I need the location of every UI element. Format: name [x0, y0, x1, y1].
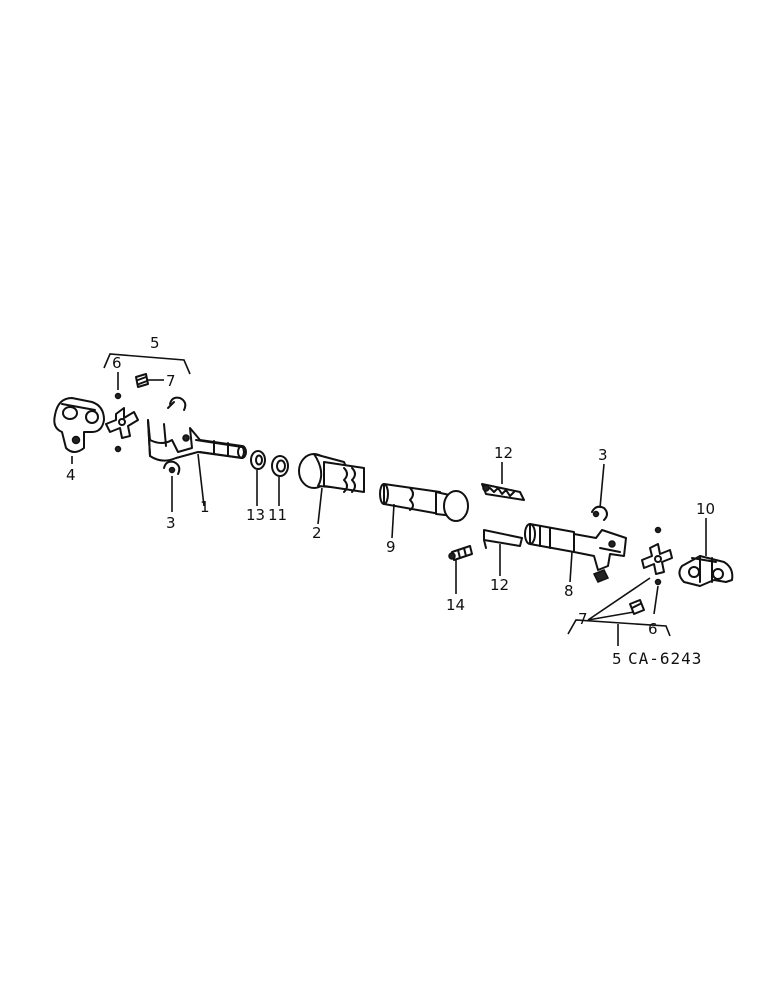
- part-9-shield-tube: [379, 483, 469, 522]
- part-10-yoke-housing: [678, 555, 734, 587]
- part-2-shield-tube: [298, 453, 365, 493]
- part-3-upper-left-ring: [167, 396, 187, 411]
- part-6-left-fitting: [114, 392, 122, 453]
- part-7-right-bolt: [629, 599, 645, 615]
- callout-2: 2: [312, 524, 322, 542]
- part-8-yoke-tube: [524, 523, 627, 571]
- callout-3-lower-left: 3: [166, 514, 176, 532]
- part-1-yoke-shaft: [147, 419, 247, 462]
- callout-10: 10: [696, 500, 715, 518]
- callout-14: 14: [446, 596, 465, 614]
- callout-11: 11: [268, 506, 287, 524]
- part-12-lower-plate: [483, 529, 523, 549]
- part-12-upper-plate: [481, 483, 525, 501]
- callout-12-lower: 12: [490, 576, 509, 594]
- leader-lines: [71, 353, 707, 646]
- part-7-left-bolt: [135, 373, 149, 388]
- callout-6-right: 6: [648, 620, 658, 638]
- callout-9: 9: [386, 538, 396, 556]
- part-5-right-cross: [641, 543, 673, 575]
- part-3-lower-right-ring: [592, 569, 610, 583]
- callout-6-left: 6: [112, 354, 122, 372]
- callout-4: 4: [66, 466, 76, 484]
- part-5-left-cross: [105, 407, 139, 439]
- callout-labels: 5 6 7 4 3 1 13 11 2 9 12 3 10 12 14 8 7 …: [66, 334, 715, 668]
- callout-5-right: 5: [612, 650, 622, 668]
- callout-7-left: 7: [166, 372, 176, 390]
- callout-7-right: 7: [578, 610, 588, 628]
- part-3-lower-left-ring: [163, 460, 181, 475]
- callout-5-left: 5: [150, 334, 160, 352]
- part-14-bolt: [448, 545, 473, 561]
- callout-8: 8: [564, 582, 574, 600]
- part-6-right-fitting: [654, 526, 662, 586]
- part-3-upper-right-ring: [591, 505, 608, 521]
- callout-1: 1: [200, 498, 210, 516]
- callout-3-upper-right: 3: [598, 446, 608, 464]
- callout-12-upper: 12: [494, 444, 513, 462]
- callout-13: 13: [246, 506, 265, 524]
- part-11-seal: [271, 455, 289, 477]
- drawing-code: CA-6243: [628, 649, 702, 668]
- part-4-yoke-housing: [53, 397, 105, 453]
- part-13-seal: [250, 450, 266, 470]
